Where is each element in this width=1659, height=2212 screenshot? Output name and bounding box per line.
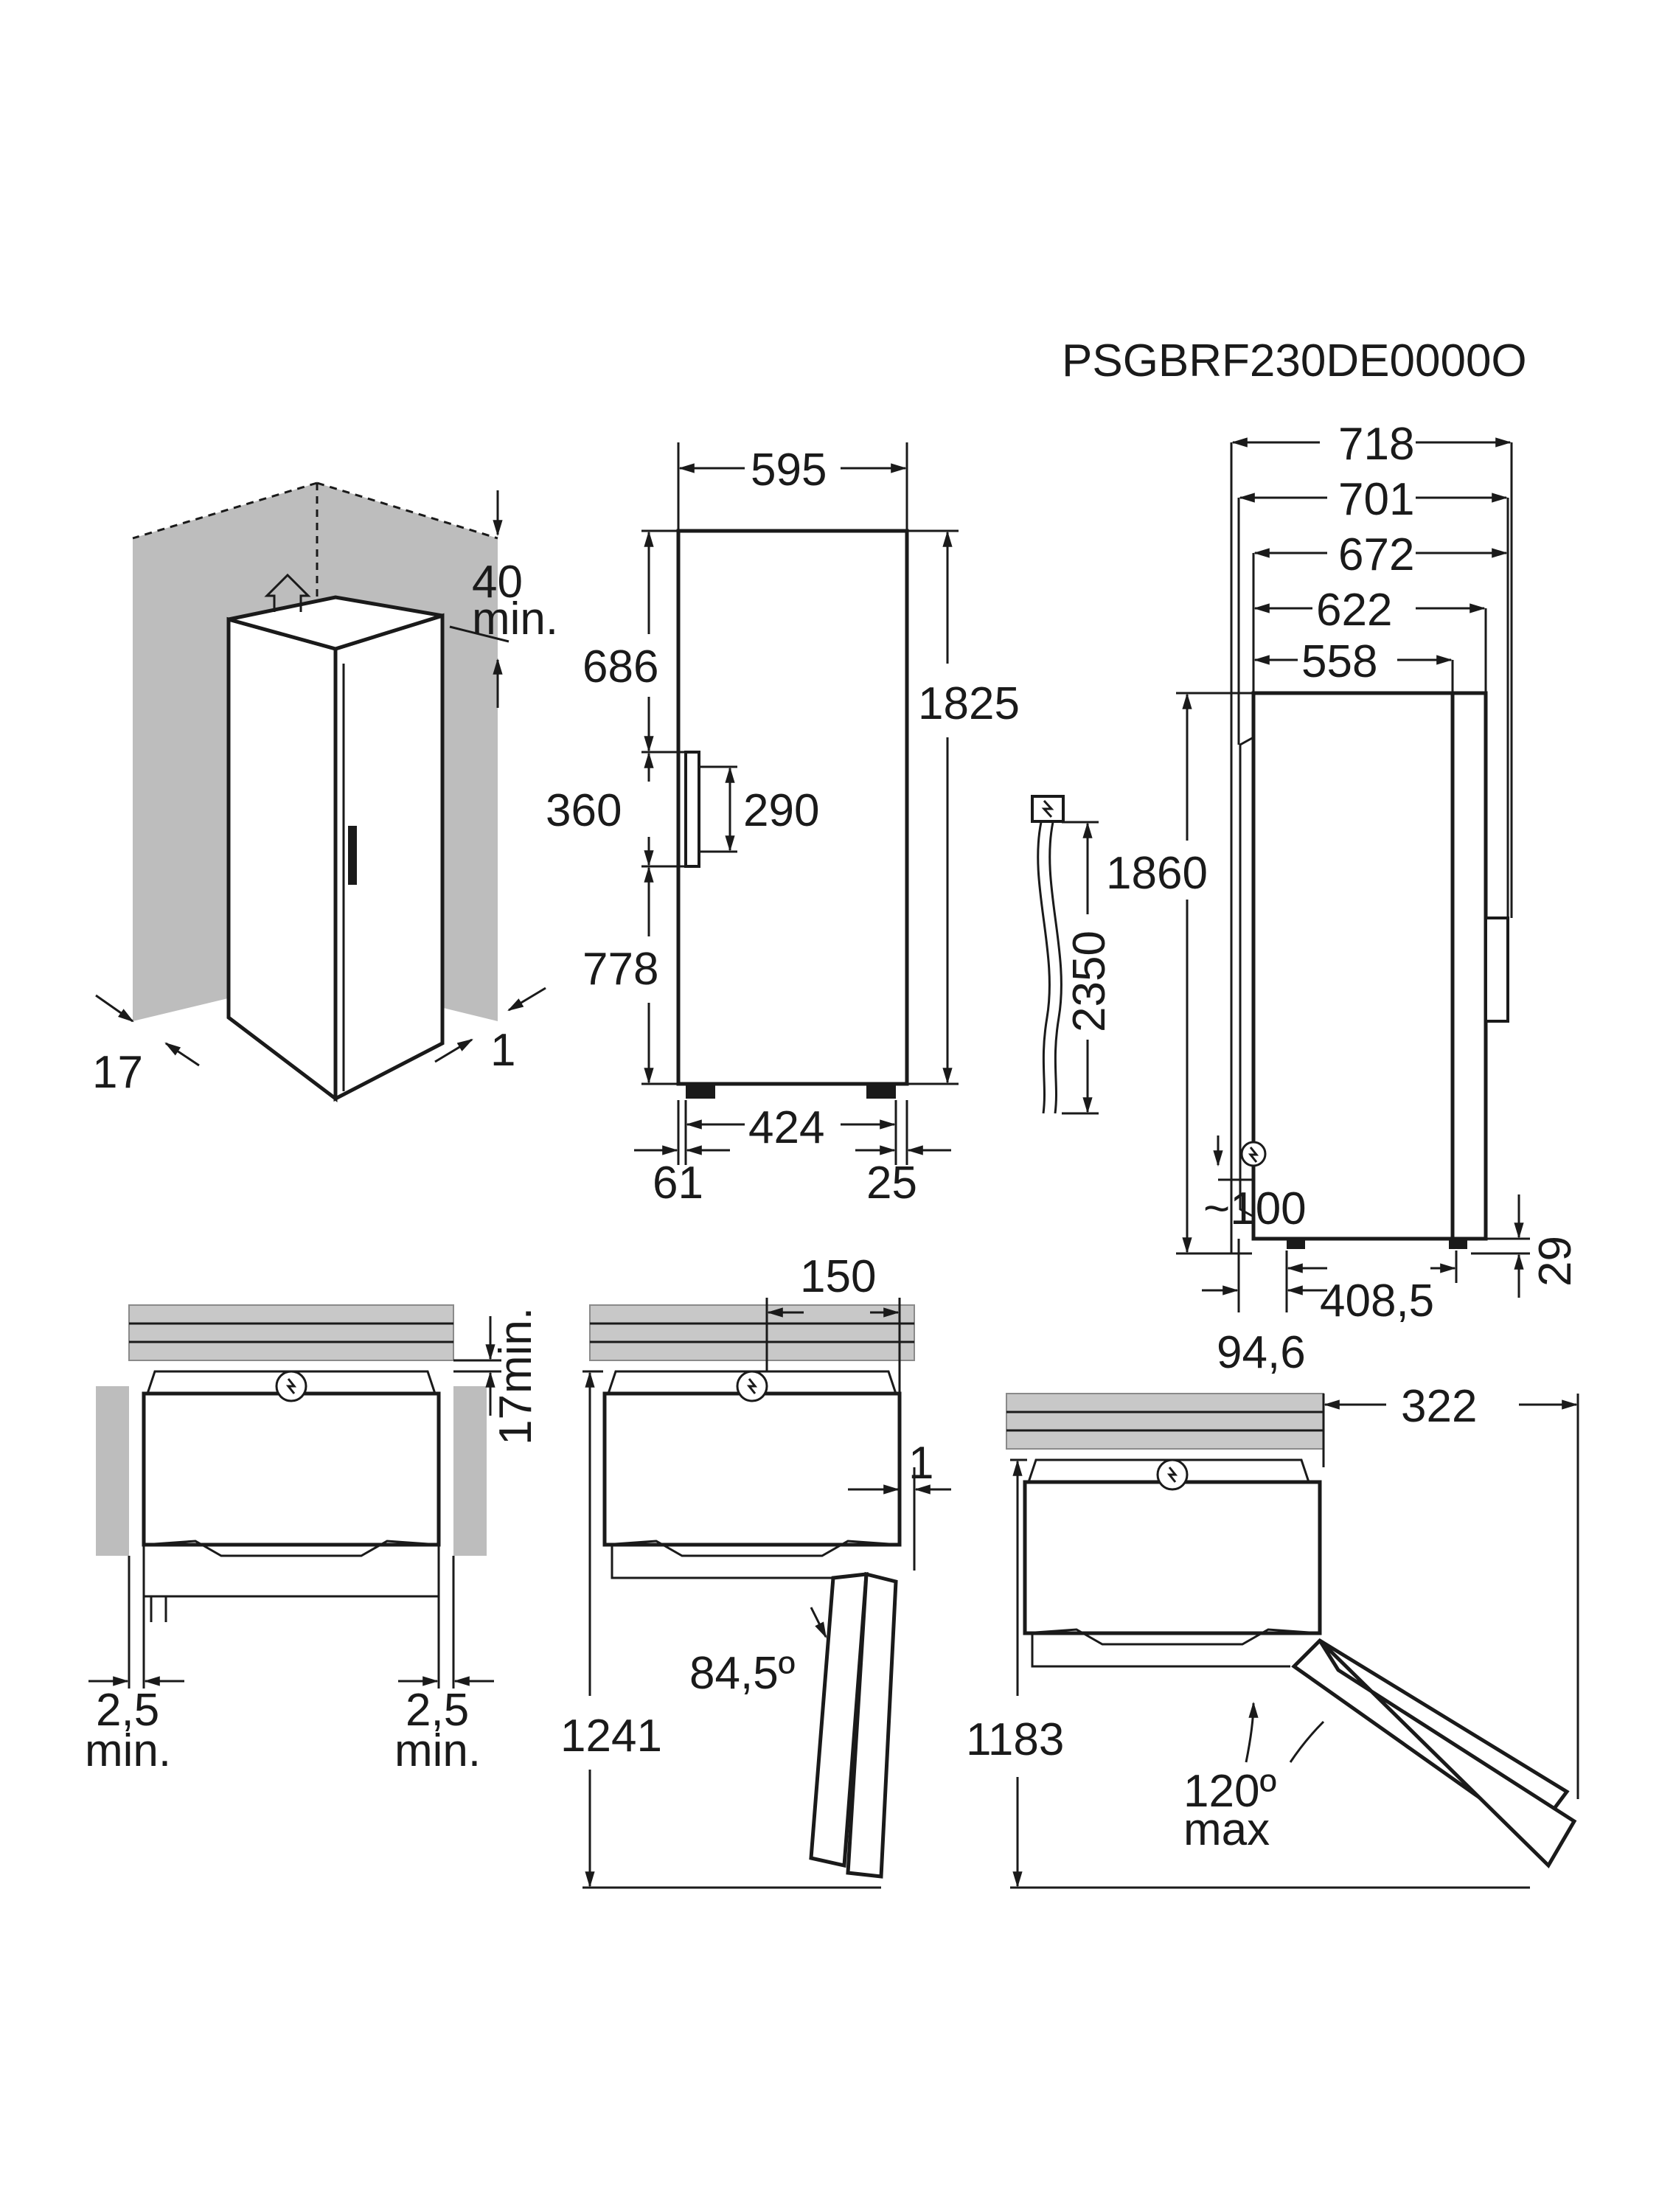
- wall-gap-value-1: 17: [490, 1394, 541, 1445]
- top-view-door-84: 150 1 84,5º 1241: [560, 1251, 951, 1889]
- brick-wall-2: [589, 1304, 915, 1361]
- right-gap-value: 1: [490, 1025, 515, 1076]
- feet-offset-value: 408,5: [1320, 1276, 1434, 1326]
- front-width-value: 595: [751, 445, 827, 495]
- offset-value-2: 150: [800, 1251, 876, 1302]
- side-door: [1450, 691, 1488, 1241]
- depth-622-value: 622: [1316, 585, 1392, 636]
- fridge-side-face: [226, 616, 338, 1103]
- perspective-view: 40 min. 17 1: [92, 481, 558, 1103]
- side-gap-right-value-1: 2,5: [406, 1685, 469, 1736]
- feet-span-value: 424: [748, 1102, 824, 1153]
- airflow-up-arrow-icon: [264, 573, 311, 612]
- side-view: 718 701 672 622 558 1860 ~100: [1106, 419, 1581, 1378]
- left-gap-value: 17: [92, 1047, 143, 1098]
- total-depth-value-2: 1241: [560, 1711, 662, 1761]
- side-handle: [1484, 917, 1509, 1023]
- side-gap-left-value-1: 2,5: [96, 1685, 159, 1736]
- front-view: 595 1825 686 360 778 290 424: [546, 442, 1020, 1208]
- depth-701-value: 701: [1338, 474, 1414, 525]
- depth-718-value: 718: [1338, 419, 1414, 470]
- fridge-top-2: [602, 1391, 902, 1547]
- door-handle: [684, 751, 700, 868]
- top-clearance-note: min.: [472, 594, 558, 644]
- side-gap-right-note-1: min.: [394, 1725, 481, 1776]
- top-to-handle-value: 686: [582, 641, 658, 692]
- power-cable: 2350: [1031, 795, 1115, 1115]
- left-foot-value: 61: [653, 1158, 703, 1208]
- fridge-top-3: [1023, 1480, 1322, 1635]
- top-view-minimal-clearance: 17 min. 2,5 min. 2,5 min.: [85, 1304, 541, 1776]
- side-height-value: 1860: [1106, 848, 1208, 899]
- handle-to-floor-value: 778: [582, 944, 658, 995]
- fridge-handle: [348, 826, 357, 885]
- top-clearance-value: 40: [472, 557, 523, 608]
- door-angle-value-2: 84,5º: [689, 1648, 795, 1699]
- door-leaf-84: [846, 1571, 898, 1879]
- depth-558-value: 558: [1301, 636, 1377, 687]
- model-number: PSGBRF230DE0000O: [1062, 335, 1527, 386]
- front-height-value: 1825: [918, 678, 1020, 729]
- cable-length-value: 2350: [1064, 931, 1115, 1032]
- top-view-door-120: 322 120º max 1183: [966, 1381, 1579, 1889]
- total-depth-value-3: 1183: [966, 1714, 1064, 1765]
- depth-672-value: 672: [1338, 529, 1414, 580]
- brick-wall-3: [1006, 1393, 1324, 1450]
- side-wall-left-1: [96, 1386, 129, 1556]
- brick-wall-1: [128, 1304, 454, 1361]
- rear-foot-value: 94,6: [1217, 1327, 1306, 1378]
- plug-offset-value: ~100: [1203, 1183, 1307, 1234]
- side-gap-value-2: 1: [908, 1438, 933, 1489]
- side-wall-right-1: [453, 1386, 487, 1556]
- condenser: [1239, 736, 1254, 1218]
- fridge-side-body: [1251, 691, 1455, 1241]
- door-leaf-120: [1318, 1639, 1577, 1869]
- door-angle-value-3: 120º: [1183, 1766, 1276, 1817]
- handle-length-value: 290: [743, 785, 819, 836]
- cable-cord: [1037, 821, 1051, 1114]
- handle-zone-value: 360: [546, 785, 622, 836]
- fridge-top-1: [142, 1391, 441, 1547]
- side-gap-left-note-1: min.: [85, 1725, 171, 1776]
- open-door-84: [809, 1572, 869, 1868]
- door-swing-value-3: 322: [1401, 1381, 1477, 1432]
- wall-gap-note-1: min.: [490, 1307, 541, 1394]
- door-angle-note-3: max: [1183, 1804, 1270, 1855]
- right-foot-value: 25: [866, 1158, 917, 1208]
- foot-height-value: 29: [1530, 1236, 1581, 1287]
- fridge-front-outline: [676, 529, 909, 1086]
